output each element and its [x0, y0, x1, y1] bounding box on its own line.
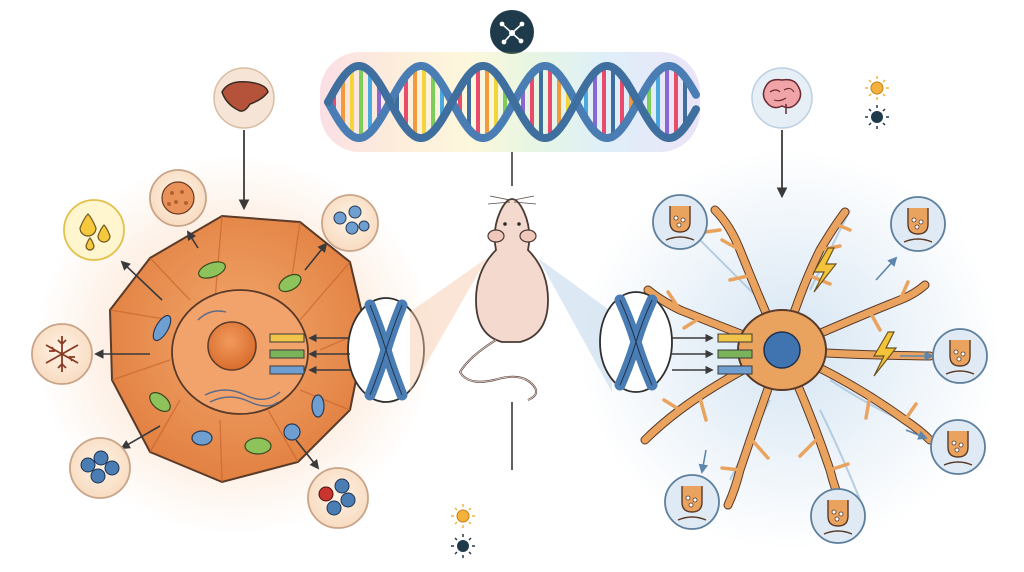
center-panel: [320, 10, 700, 558]
moon-icon: [865, 105, 889, 129]
vesicle: [283, 423, 301, 441]
beam-left: [410, 258, 487, 392]
droplets-icon: [63, 199, 125, 261]
granule-cluster-icon: [149, 169, 207, 227]
mitochondria: [198, 261, 226, 279]
nucleolus: [207, 321, 257, 371]
hepatocyte-cell: [108, 214, 368, 484]
lightning-icon: [872, 331, 898, 377]
chromosome-zoom-right: [599, 291, 673, 393]
moon-icon: [451, 534, 475, 558]
chromosome-zoom-left: [347, 297, 425, 403]
synapse-icon: [664, 474, 720, 530]
blue-vesicles-icon: [69, 437, 131, 499]
output-arrows: [94, 230, 328, 470]
sun-icon: [451, 504, 475, 528]
mitochondria: [278, 273, 302, 293]
mitochondria: [244, 437, 272, 455]
synapse-icon: [930, 419, 986, 475]
synapse-arrows: [698, 256, 934, 474]
synapse-icon: [932, 328, 988, 384]
liver-icon: [213, 67, 275, 129]
vesicle-icon: [321, 194, 379, 252]
brain-icon: [751, 67, 813, 129]
right-panel: [580, 67, 1000, 550]
gene-arrows-right: [672, 333, 714, 375]
gene-bars-left: [269, 333, 305, 375]
lightning-icon: [812, 247, 838, 293]
vesicle: [191, 430, 213, 446]
synapse-icon: [652, 194, 708, 250]
mitochondria: [149, 392, 171, 412]
snowflake-glycogen-icon: [31, 323, 93, 385]
mouse-icon: [458, 195, 549, 401]
dna-double-helix-icon: [320, 52, 700, 152]
left-panel: [31, 67, 435, 535]
sun-icon: [865, 76, 889, 100]
mixed-vesicles-icon: [307, 467, 369, 529]
synapse-icon: [890, 196, 946, 252]
vesicle: [311, 394, 325, 418]
neuron-nucleus: [763, 331, 801, 369]
gene-arrows-left: [308, 333, 350, 375]
gene-bars-right: [717, 333, 753, 375]
synapse-icon: [810, 488, 866, 544]
er-stack: [152, 314, 172, 342]
network-molecule-icon: [490, 10, 534, 54]
